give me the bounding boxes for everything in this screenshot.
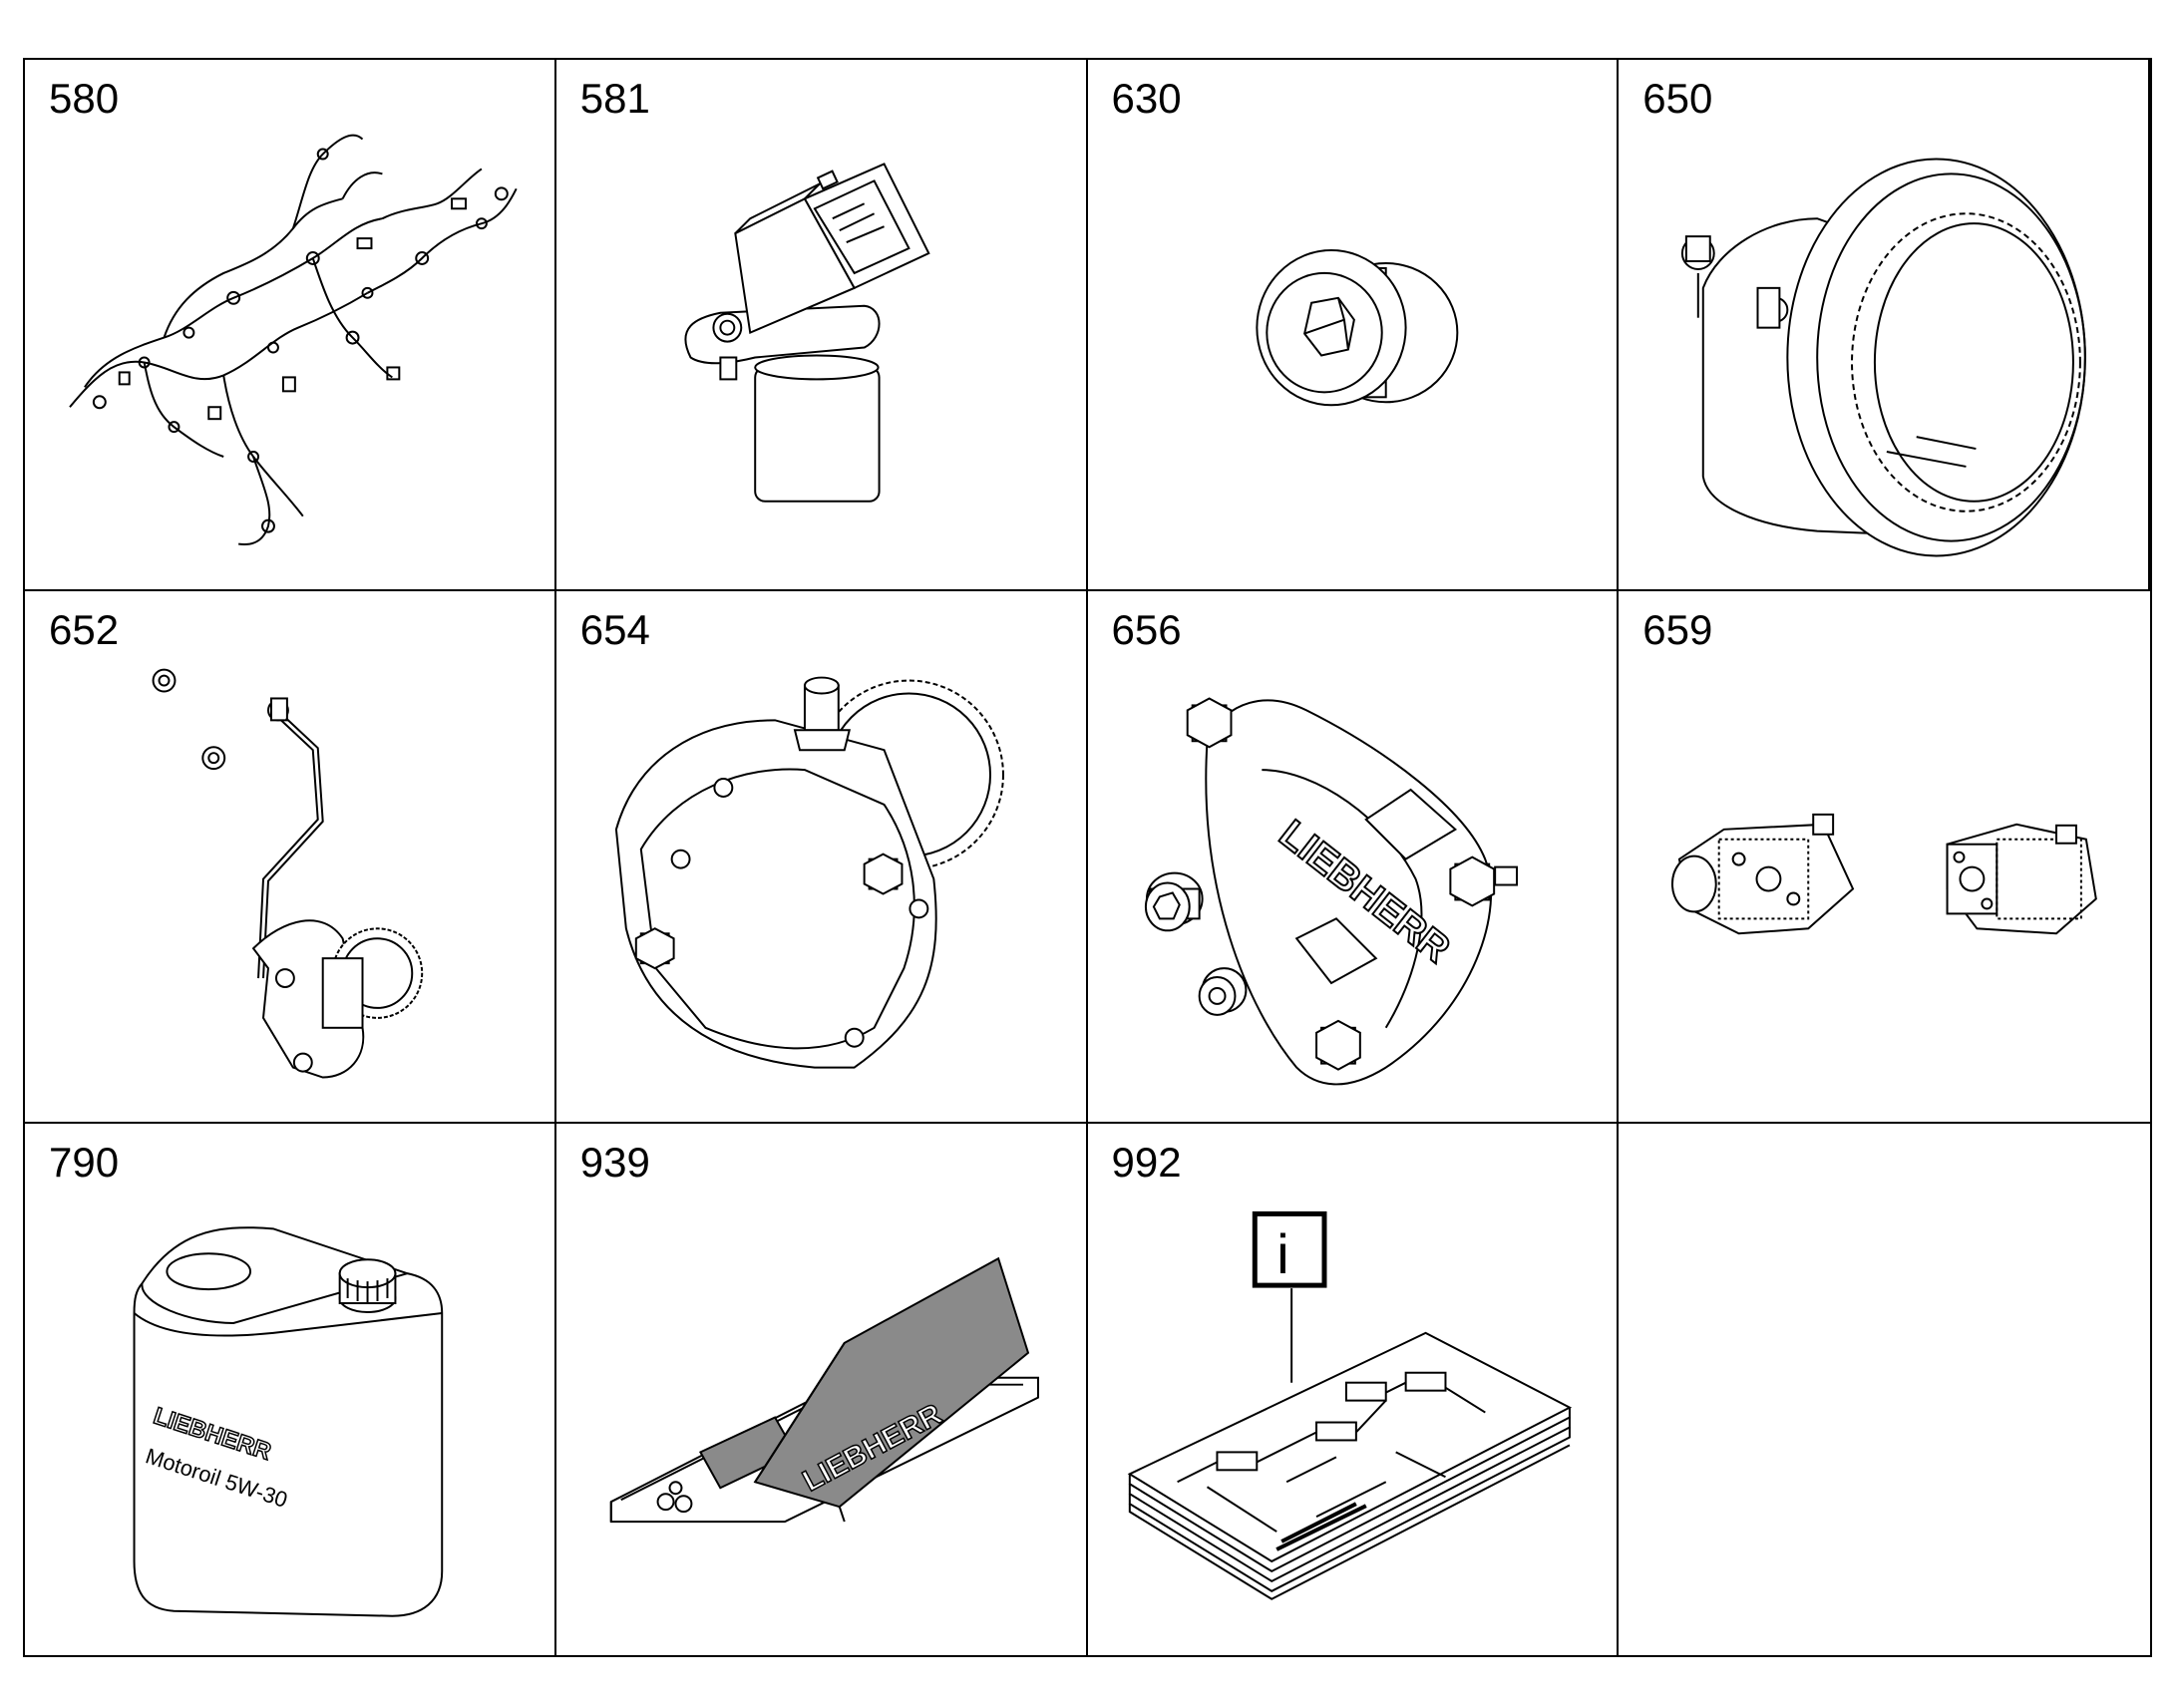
oil-canister-image: LIEBHERR Motoroil 5W-30 (133, 1225, 444, 1617)
part-number: 659 (1642, 606, 1713, 654)
part-number: 630 (1111, 75, 1182, 122)
part-cell-992[interactable]: 992 i (1088, 1123, 1620, 1655)
part-cell-654[interactable]: 654 (555, 591, 1088, 1124)
screw-plug-image (1255, 249, 1458, 407)
part-cell-659[interactable]: 659 (1619, 591, 2150, 1124)
flywheel-housing-image (1681, 158, 2087, 557)
part-number: 790 (49, 1138, 120, 1186)
pump-with-pipe-image (152, 668, 424, 1079)
empty-cell (1619, 1124, 2150, 1655)
part-cell-790[interactable]: 790 LIEBHERR Motoroil 5W-30 (25, 1123, 556, 1655)
part-number: 654 (579, 606, 650, 654)
part-number: 581 (579, 75, 650, 122)
part-cell-630[interactable]: 630 (1087, 60, 1620, 592)
documentation-image: i (1127, 1210, 1572, 1600)
part-number: 652 (49, 606, 120, 654)
hydraulic-pumps-image (1671, 814, 2098, 935)
part-number: 656 (1111, 606, 1182, 654)
cover-plate-image: LIEBHERR (1144, 697, 1518, 1086)
part-cell-581[interactable]: 581 (555, 60, 1088, 592)
parts-grid: 580 581 (23, 58, 2152, 1657)
document-kit-image: LIEBHERR (609, 1256, 1039, 1523)
part-cell-650[interactable]: 650 (1619, 60, 2150, 592)
part-cell-652[interactable]: 652 (25, 591, 556, 1124)
wiring-harness-image (69, 134, 518, 545)
sensor-image (684, 163, 930, 503)
part-cell-580[interactable]: 580 (25, 60, 556, 592)
part-number: 939 (579, 1138, 650, 1186)
part-cell-939[interactable]: 939 LIEBHERR (556, 1123, 1088, 1655)
part-number: 580 (49, 75, 120, 122)
part-number: 992 (1111, 1138, 1182, 1186)
pump-with-gear-image (614, 676, 1004, 1069)
info-icon: i (1276, 1223, 1288, 1285)
part-number: 650 (1642, 75, 1713, 122)
part-cell-656[interactable]: 656 LIEBHERR (1087, 591, 1620, 1124)
